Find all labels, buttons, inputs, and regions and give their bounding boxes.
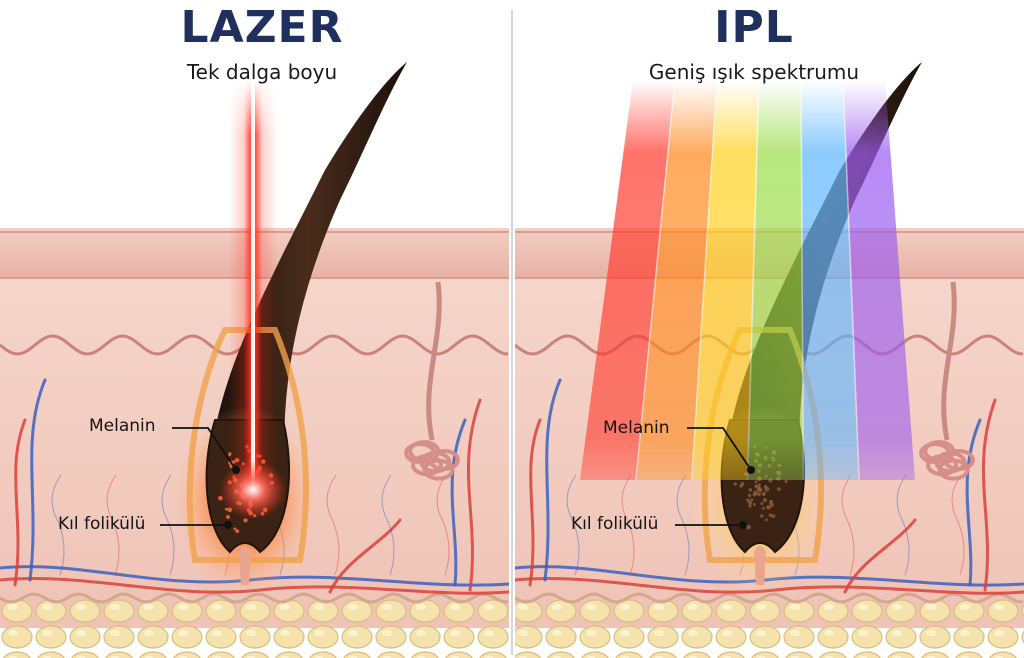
melanin-granule xyxy=(766,505,771,510)
melanin-granule xyxy=(753,493,756,496)
melanin-granule xyxy=(765,518,768,521)
melanin-granule xyxy=(734,482,737,485)
melanin-granule xyxy=(763,498,767,502)
melanin-granule xyxy=(769,501,773,505)
fat-layer xyxy=(515,598,1024,658)
ipl-melanin-label: Melanin xyxy=(603,418,670,438)
melanin-granule xyxy=(764,485,768,489)
melanin-granule xyxy=(769,513,773,517)
melanin-granule xyxy=(758,488,763,493)
laser-melanin-label: Melanin xyxy=(89,416,156,436)
dermal-papilla xyxy=(239,546,251,585)
melanin-granule xyxy=(748,501,752,505)
melanin-granule xyxy=(753,503,756,506)
fat-layer xyxy=(0,598,509,658)
laser-title: LAZER xyxy=(112,2,412,53)
laser-focal-point xyxy=(219,460,287,520)
melanin-granule xyxy=(754,480,757,483)
melanin-granule xyxy=(748,494,751,497)
laser-follicle-label: Kıl folikülü xyxy=(58,514,145,534)
melanin-granule xyxy=(750,498,753,501)
laser-subtitle: Tek dalga boyu xyxy=(82,60,442,84)
melanin-granule xyxy=(226,515,230,519)
melanin-granule xyxy=(785,480,788,483)
ipl-title: IPL xyxy=(604,2,904,53)
melanin-granule xyxy=(760,502,763,505)
laser-beam-core xyxy=(251,80,255,490)
melanin-granule xyxy=(762,492,766,496)
ipl-panel xyxy=(515,62,1024,658)
label-leader-dot xyxy=(739,521,747,529)
melanin-granule xyxy=(749,488,752,491)
melanin-granule xyxy=(777,487,781,491)
laser-panel xyxy=(0,62,509,658)
laser-beam-group xyxy=(229,80,277,490)
melanin-granule xyxy=(760,514,763,517)
ipl-subtitle: Geniş ışık spektrumu xyxy=(574,60,934,84)
melanin-granule xyxy=(758,493,761,496)
label-leader-dot xyxy=(747,466,755,474)
label-leader-dot xyxy=(232,466,240,474)
melanin-granule xyxy=(234,527,237,530)
melanin-granule xyxy=(739,484,742,487)
melanin-granule xyxy=(762,507,765,510)
ipl-follicle-label: Kıl folikülü xyxy=(571,514,658,534)
melanin-granule xyxy=(754,484,757,487)
label-leader-dot xyxy=(224,521,232,529)
dermal-papilla xyxy=(754,546,766,585)
